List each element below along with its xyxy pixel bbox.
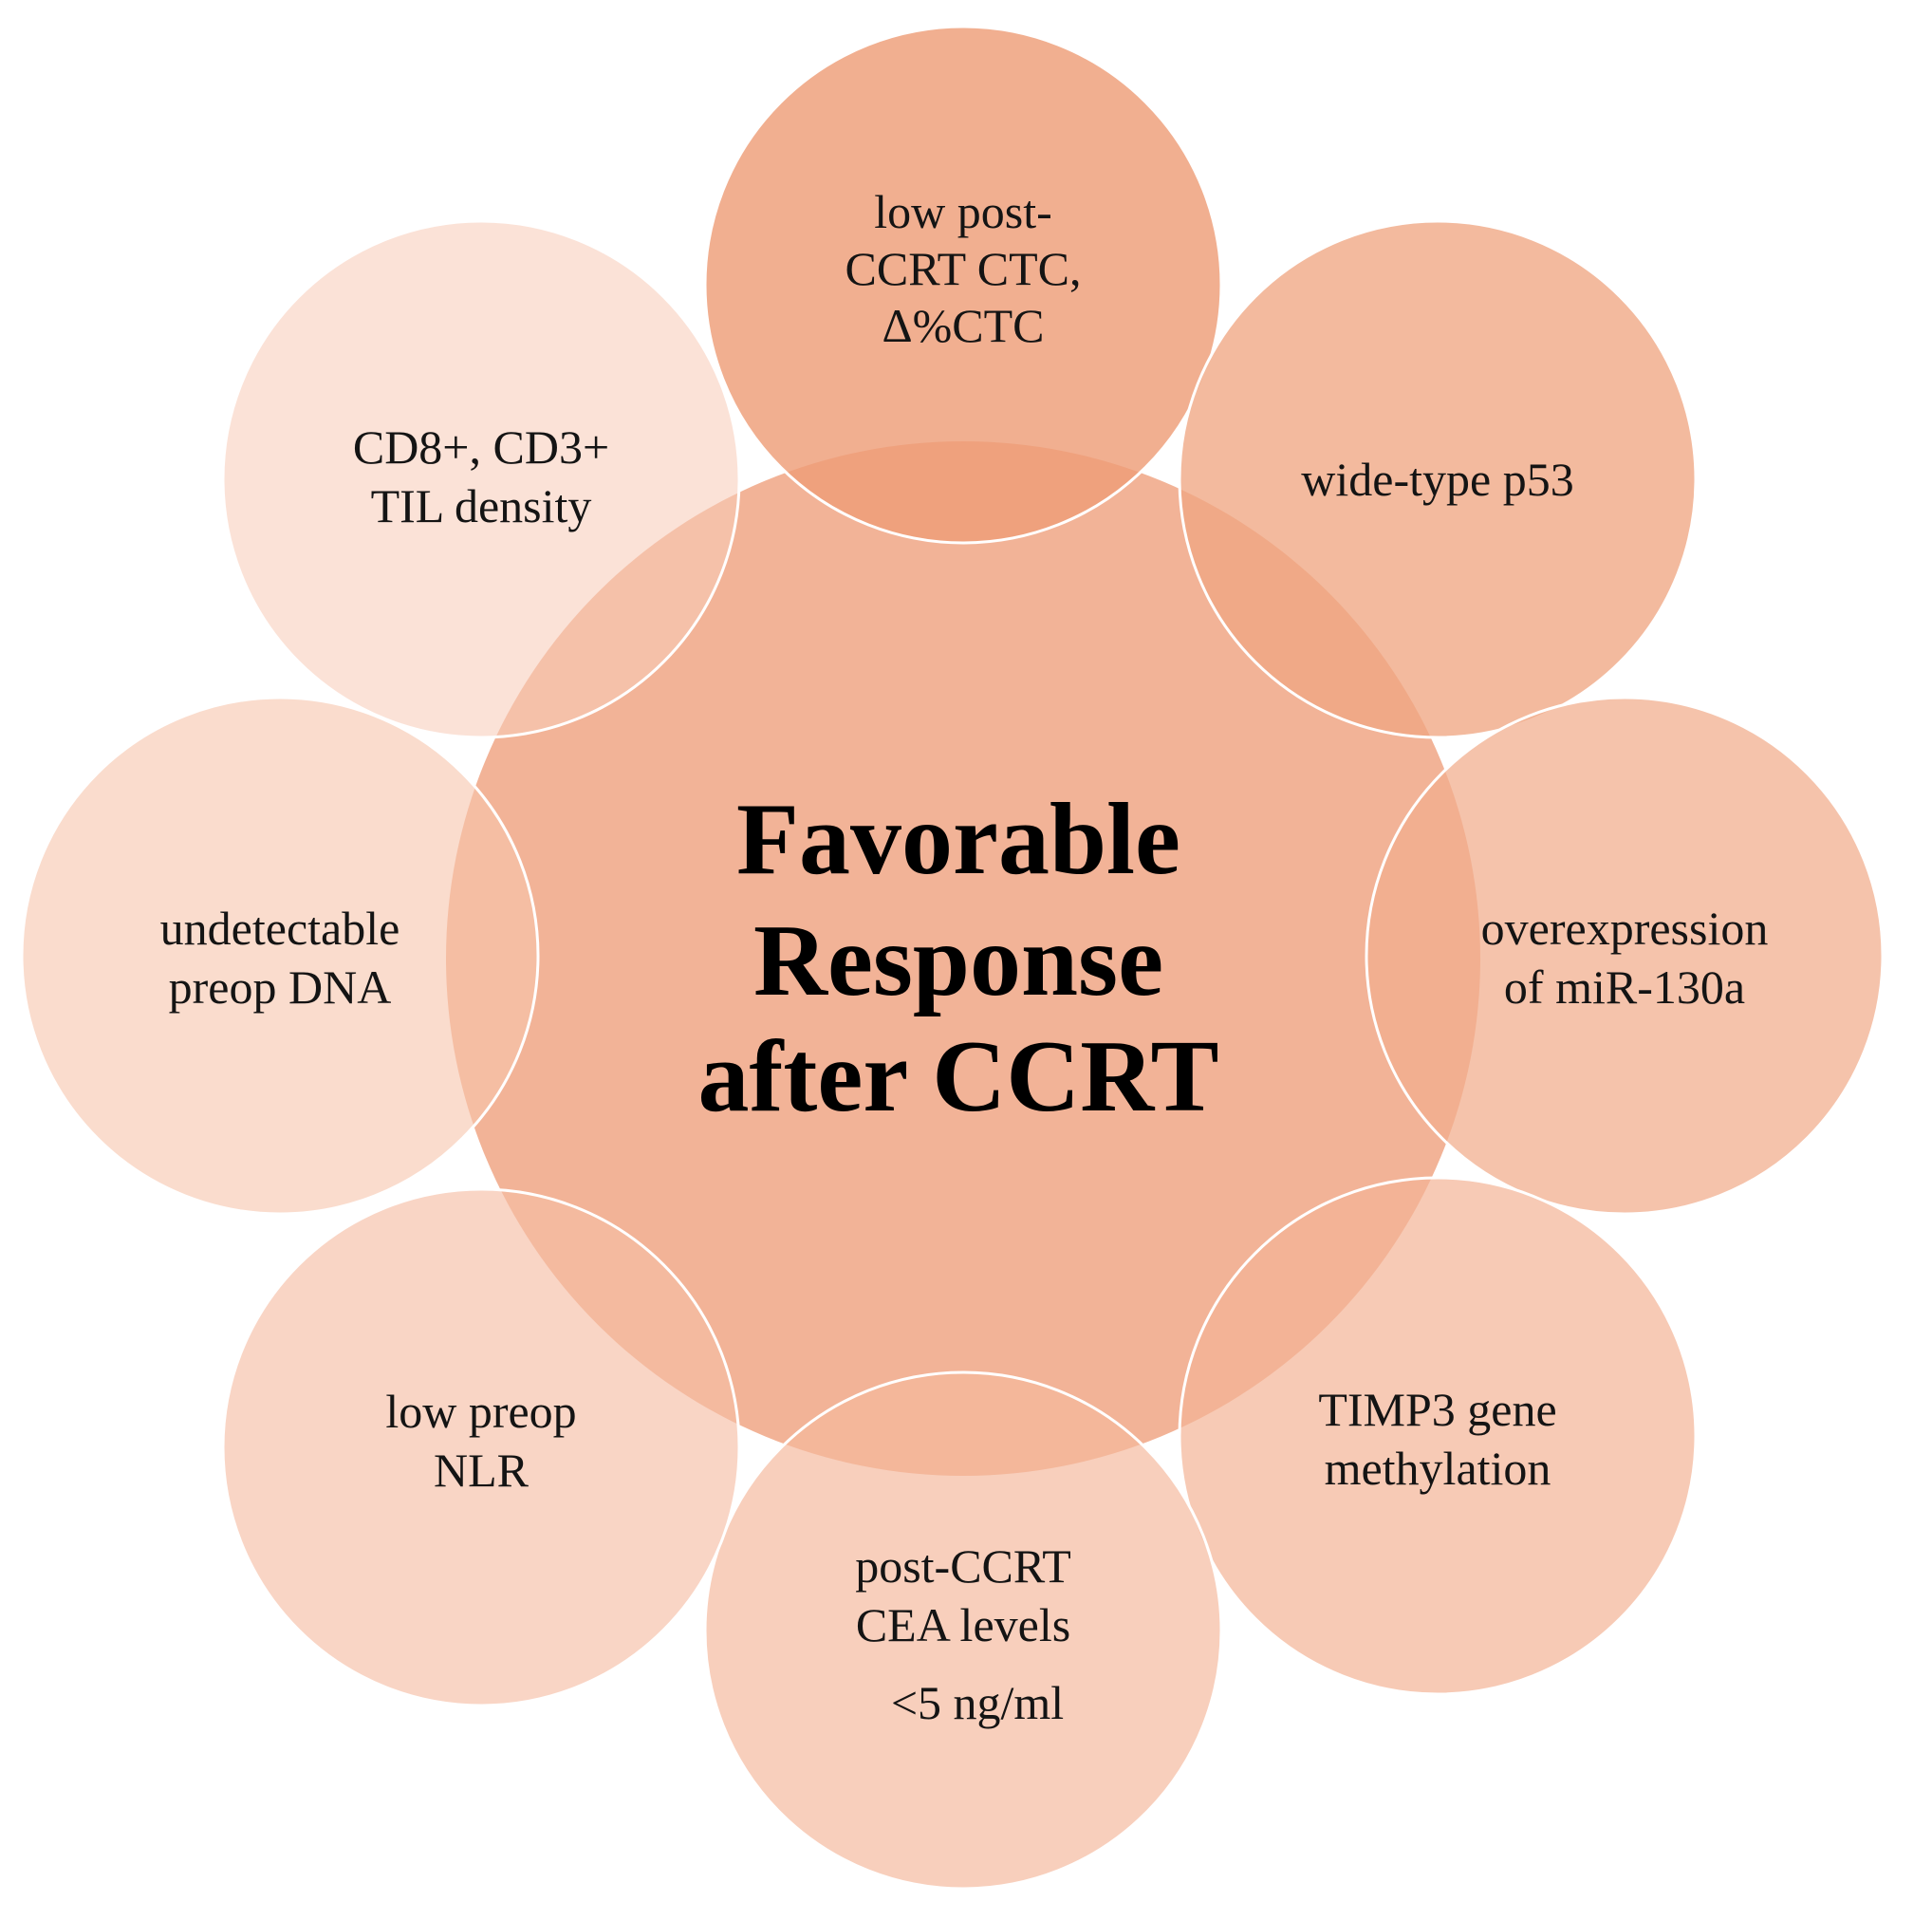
petal-label-upper-right: wide-type p53 [1301, 453, 1573, 506]
petal-label-right: of miR-130a [1504, 960, 1745, 1014]
petal-label-bottom: post-CCRT [855, 1539, 1071, 1593]
petals-layer [20, 25, 1885, 1891]
center-label-line: after CCRT [697, 1020, 1218, 1133]
center-label-line: Response [753, 904, 1163, 1017]
petal-circle-left [20, 696, 540, 1216]
petal-label-lower-right: methylation [1325, 1442, 1551, 1495]
petal-circle-upper-right [1178, 219, 1698, 739]
center-label: Favorable Response after CCRT [697, 783, 1218, 1133]
petal-label-top: CCRT CTC, [845, 242, 1082, 295]
center-label-line: Favorable [736, 783, 1180, 896]
petal-circle-bottom [703, 1370, 1223, 1891]
petal-label-bottom: <5 ng/ml [891, 1676, 1064, 1729]
petal-label-upper-left: CD8+, CD3+ [353, 420, 609, 474]
petal-circle-right [1365, 696, 1885, 1216]
petal-label-top: low post- [874, 185, 1052, 238]
petal-label-lower-left: NLR [434, 1444, 529, 1497]
petal-circle-lower-right [1178, 1176, 1698, 1696]
petal-label-lower-right: TIMP3 gene [1318, 1383, 1556, 1436]
petal-label-lower-left: low preop [385, 1385, 576, 1438]
center-circle [446, 441, 1480, 1476]
petal-label-bottom: CEA levels [856, 1598, 1070, 1651]
petal-circle-upper-left [221, 219, 741, 739]
petal-label-right: overexpression [1481, 902, 1769, 955]
petal-circle-top [703, 25, 1223, 545]
petal-label-top: Δ%CTC [882, 299, 1044, 352]
petal-label-left: preop DNA [169, 960, 392, 1014]
petal-label-upper-left: TIL density [371, 479, 592, 532]
petal-labels-layer: low post-CCRT CTC,Δ%CTC wide-type p53 over… [160, 185, 1769, 1729]
petal-label-left: undetectable [160, 902, 400, 955]
petal-circle-lower-left [221, 1187, 741, 1707]
